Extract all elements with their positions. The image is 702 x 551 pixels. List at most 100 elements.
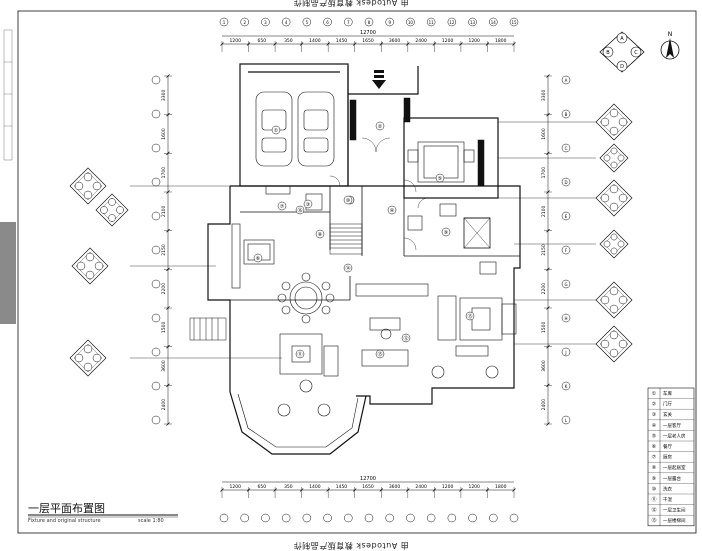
axis-bubble-bottom: [426, 513, 436, 523]
axis-top-label-5: 6: [326, 20, 329, 25]
dim-slash: [485, 488, 490, 492]
diamond-bubble: [609, 126, 619, 136]
diamond-outline: [599, 143, 629, 173]
axis-bubble-left: [151, 381, 161, 391]
room-tag-circle: [277, 201, 287, 211]
dim-slash: [166, 74, 170, 78]
legend-name-4: 一层老人房: [663, 432, 686, 439]
diamond-bubble: [94, 261, 104, 271]
dim-slash: [166, 422, 170, 426]
axis-bubble: [489, 17, 498, 27]
room-tag-6: ⑦: [280, 204, 285, 210]
axis-top-label-9: 10: [408, 20, 414, 25]
diamond-bubble: [609, 286, 619, 296]
room-tag-circle: [441, 227, 451, 237]
axis-top-label-2: 3: [264, 20, 267, 25]
furniture: [231, 141, 517, 417]
dim-top-label-7: 2400: [415, 38, 427, 44]
dim-slash: [299, 42, 304, 46]
legend-name-6: 厨房: [663, 454, 672, 461]
diamond-outline: [599, 229, 629, 259]
dim-slash: [246, 42, 251, 46]
room-tag-15: ⑯: [297, 207, 302, 214]
dim-slash: [246, 488, 251, 492]
diamond-outline: [595, 179, 633, 217]
dim-slash: [512, 488, 516, 492]
diamond-bubble: [617, 240, 625, 248]
dim-left-label-1: 1600: [161, 128, 167, 140]
room-tag-10: ⑪: [297, 351, 302, 358]
drawing-title: 一层平面布置图: [28, 502, 105, 515]
diamond-bubble: [603, 154, 611, 162]
axis-right-label-8: J: [564, 350, 566, 355]
dim-bottom-label-5: 1650: [362, 484, 374, 490]
axis-top-label-1: 2: [243, 20, 246, 25]
elevation-index: [595, 179, 633, 217]
watermark-bottom: 由 Autodesk 教育版产品制作: [293, 541, 409, 550]
axis-bubble-left: [151, 279, 161, 289]
drawing-scale: scale 1:80: [138, 518, 164, 524]
diamond-bubble: [108, 198, 116, 206]
dim-slash: [166, 190, 170, 194]
dim-total-label: 12700: [360, 30, 376, 36]
axis-bubble: [240, 17, 249, 27]
garage-cars: [255, 91, 335, 167]
dim-slash: [406, 488, 410, 492]
diamond-bubble: [609, 184, 619, 194]
room-tag-14: ⑮: [377, 351, 382, 358]
elevation-index: [595, 103, 633, 141]
diamond-outline: [69, 167, 107, 205]
dim-right-label-7: 3600: [541, 360, 547, 372]
dim-slash: [326, 488, 330, 492]
elevation-index: [71, 247, 109, 285]
room-tag-13: ⑭: [345, 265, 350, 272]
dim-top-label-4: 1450: [336, 38, 348, 44]
dim-slash: [166, 306, 170, 310]
room-tag-circle: [387, 205, 397, 215]
drawing-subtitle: Fixture and original structure: [28, 518, 101, 524]
dim-slash: [273, 42, 277, 46]
axis-bubble-bottom: [302, 513, 312, 523]
dim-slash: [299, 488, 304, 492]
legend-frame: [647, 387, 695, 527]
dim-slash: [546, 151, 550, 156]
room-tag-circle: [315, 229, 325, 239]
bay-window: [229, 391, 367, 455]
stairs: [189, 97, 485, 341]
room-tag-11: ⑫: [403, 335, 408, 342]
diamond-bubble: [85, 252, 95, 262]
legend-number-8: ⑨: [652, 476, 656, 482]
axis-bubble-left: [151, 109, 161, 119]
dim-left-label-7: 3600: [161, 360, 167, 372]
room-tag-circle: [295, 349, 305, 359]
dim-left-label-3: 2100: [161, 205, 167, 217]
axis-top-label-0: 1: [223, 20, 226, 25]
axis-bubble: [219, 17, 229, 27]
dim-top-label-0: 1200: [230, 38, 242, 44]
dim-bottom-label-3: 1400: [309, 484, 321, 490]
dim-left-label-4: 2150: [161, 244, 167, 256]
diamond-bubble: [618, 117, 628, 127]
legend-number-3: ④: [652, 423, 657, 429]
axis-right-label-2: C: [565, 146, 568, 151]
legend-number-5: ⑥: [652, 444, 657, 450]
legend-number-0: ①: [652, 391, 657, 397]
dim-right-label-5: 2200: [541, 283, 547, 295]
dim-slash: [379, 42, 384, 46]
dim-left-label-0: 3300: [161, 89, 167, 101]
dim-slash: [546, 383, 550, 388]
room-tag-circle: [375, 349, 385, 359]
axis-bubble: [561, 75, 571, 85]
axis-bubble-bottom: [323, 513, 332, 523]
diamond-bubble: [609, 108, 619, 118]
legend-number-10: ⑪: [651, 496, 656, 503]
room-tag-circle: [465, 311, 475, 321]
legend-name-1: 门厅: [663, 401, 672, 408]
dim-slash: [546, 74, 550, 78]
diamond-inner: [599, 183, 629, 213]
axis-right-label-10: L: [565, 418, 568, 423]
dim-top-label-5: 1650: [362, 38, 374, 44]
